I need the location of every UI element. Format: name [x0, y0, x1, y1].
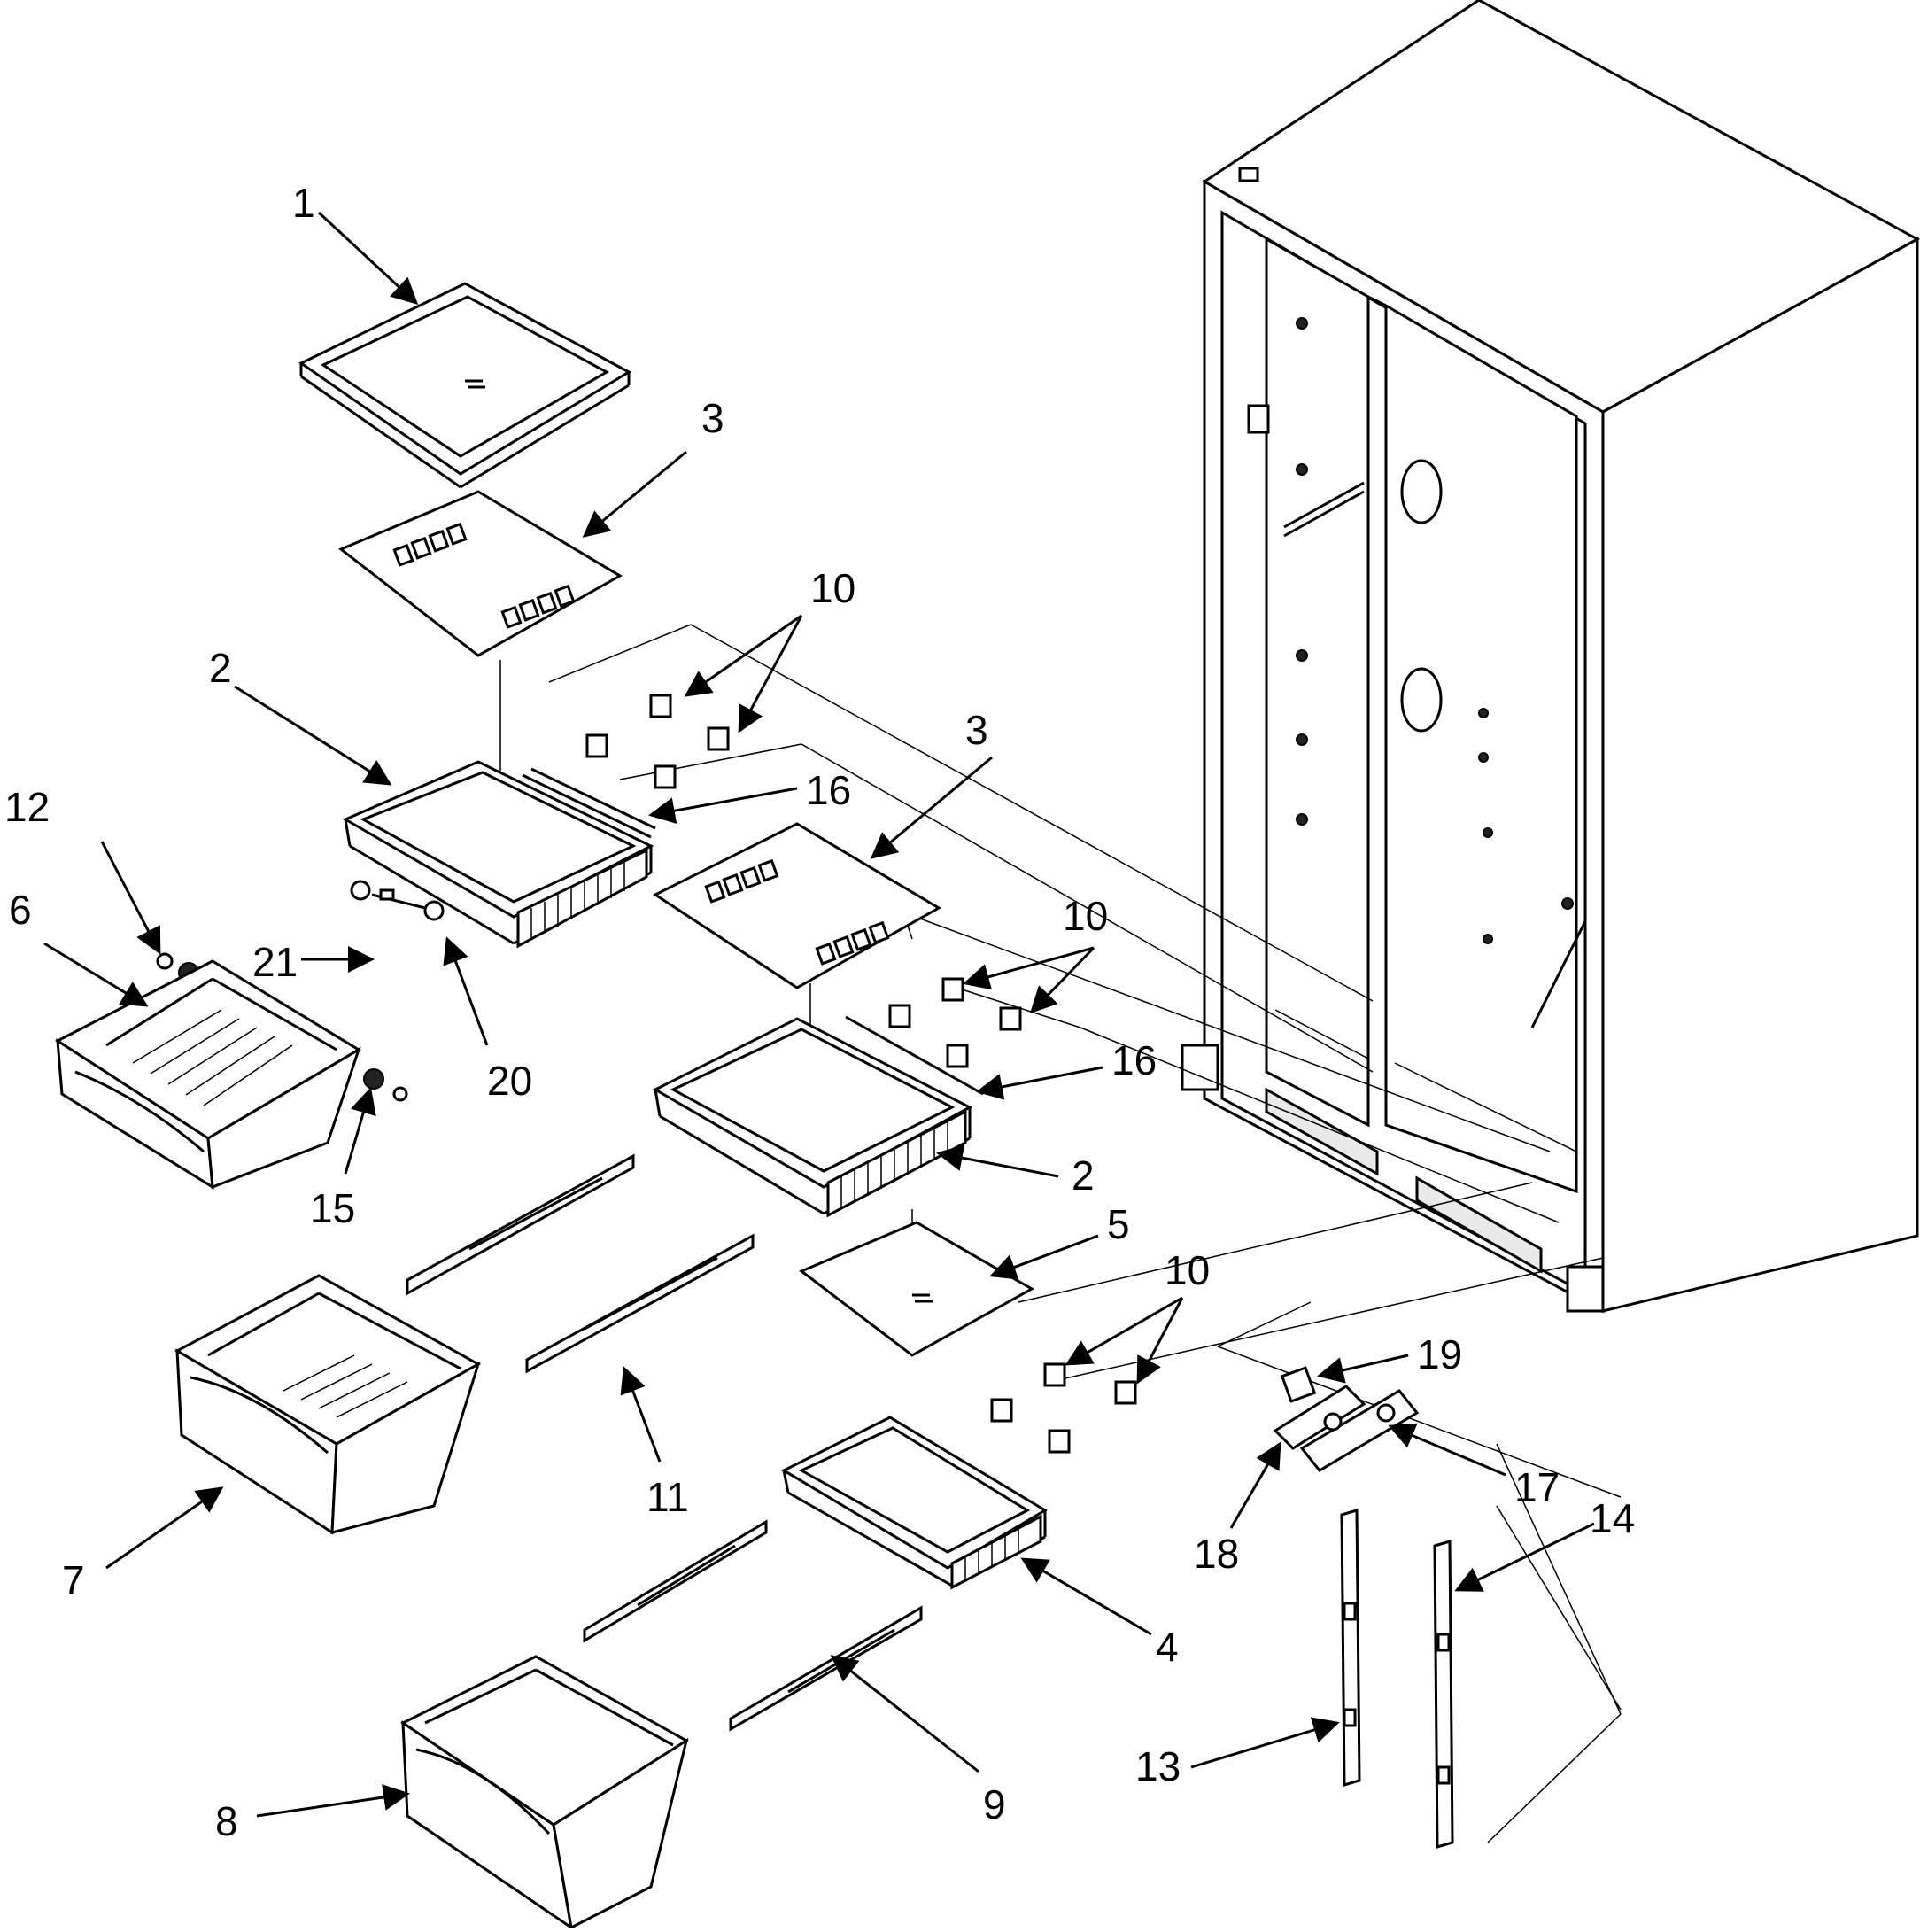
- callout-21: 21: [252, 939, 298, 985]
- part-10-clips-lower: [990, 1362, 1137, 1454]
- callout-labels: 1 3 10 2 16 12 6 21 20 15 3 10 16 2 5 10…: [4, 180, 1635, 1844]
- callout-13: 13: [1135, 1743, 1181, 1789]
- part-11-drawer-slides: [406, 1153, 755, 1374]
- callout-11: 11: [646, 1474, 689, 1520]
- part-8-drawer: [400, 1655, 689, 1931]
- callout-2-upper: 2: [209, 645, 232, 691]
- part-2-crisper-frame-middle: [652, 1015, 984, 1218]
- part-2-crisper-frame-upper: [342, 760, 656, 949]
- callout-16-middle: 16: [1111, 1037, 1157, 1083]
- callout-17: 17: [1514, 1464, 1560, 1510]
- part-7-drawer: [174, 1274, 482, 1535]
- callout-2-middle: 2: [1072, 1152, 1095, 1199]
- callout-4: 4: [1156, 1624, 1179, 1670]
- callout-3-upper: 3: [701, 395, 724, 441]
- callout-15: 15: [310, 1185, 355, 1231]
- callout-5: 5: [1107, 1201, 1130, 1247]
- callout-10-middle: 10: [1063, 893, 1108, 939]
- callout-20: 20: [487, 1058, 532, 1104]
- callout-19: 19: [1417, 1331, 1462, 1377]
- callout-1: 1: [292, 180, 315, 226]
- part-5-glass-lower: [799, 1221, 1035, 1357]
- callout-7: 7: [62, 1557, 85, 1603]
- part-3-glass-upper: [338, 490, 623, 657]
- callout-8: 8: [215, 1798, 238, 1844]
- part-1-shelf-frame: [298, 282, 632, 489]
- refrigerator-cabinet: [1181, 0, 1920, 1314]
- callout-6: 6: [9, 887, 32, 933]
- part-21-20-hardware: [350, 880, 445, 921]
- part-17-18-19-hardware: [1273, 1366, 1420, 1472]
- part-9-drawer-slides: [583, 1519, 923, 1732]
- callout-18: 18: [1194, 1531, 1239, 1577]
- callout-14: 14: [1590, 1495, 1635, 1541]
- callout-16-upper: 16: [806, 767, 851, 813]
- callout-12: 12: [4, 784, 50, 830]
- part-3-glass-middle: [652, 822, 941, 989]
- part-10-clips-upper: [585, 694, 730, 789]
- part-13-14-rails: [1340, 1509, 1454, 1849]
- callout-9: 9: [983, 1781, 1006, 1827]
- part-4-crisper-frame-lower: [780, 1416, 1048, 1590]
- part-6-pan: [55, 959, 361, 1190]
- callout-3-middle: 3: [965, 707, 988, 753]
- callout-10-upper: 10: [810, 565, 855, 611]
- callout-10-lower: 10: [1165, 1247, 1210, 1293]
- leader-arrows: [43, 211, 1595, 1818]
- part-10-clips-middle: [888, 977, 1022, 1068]
